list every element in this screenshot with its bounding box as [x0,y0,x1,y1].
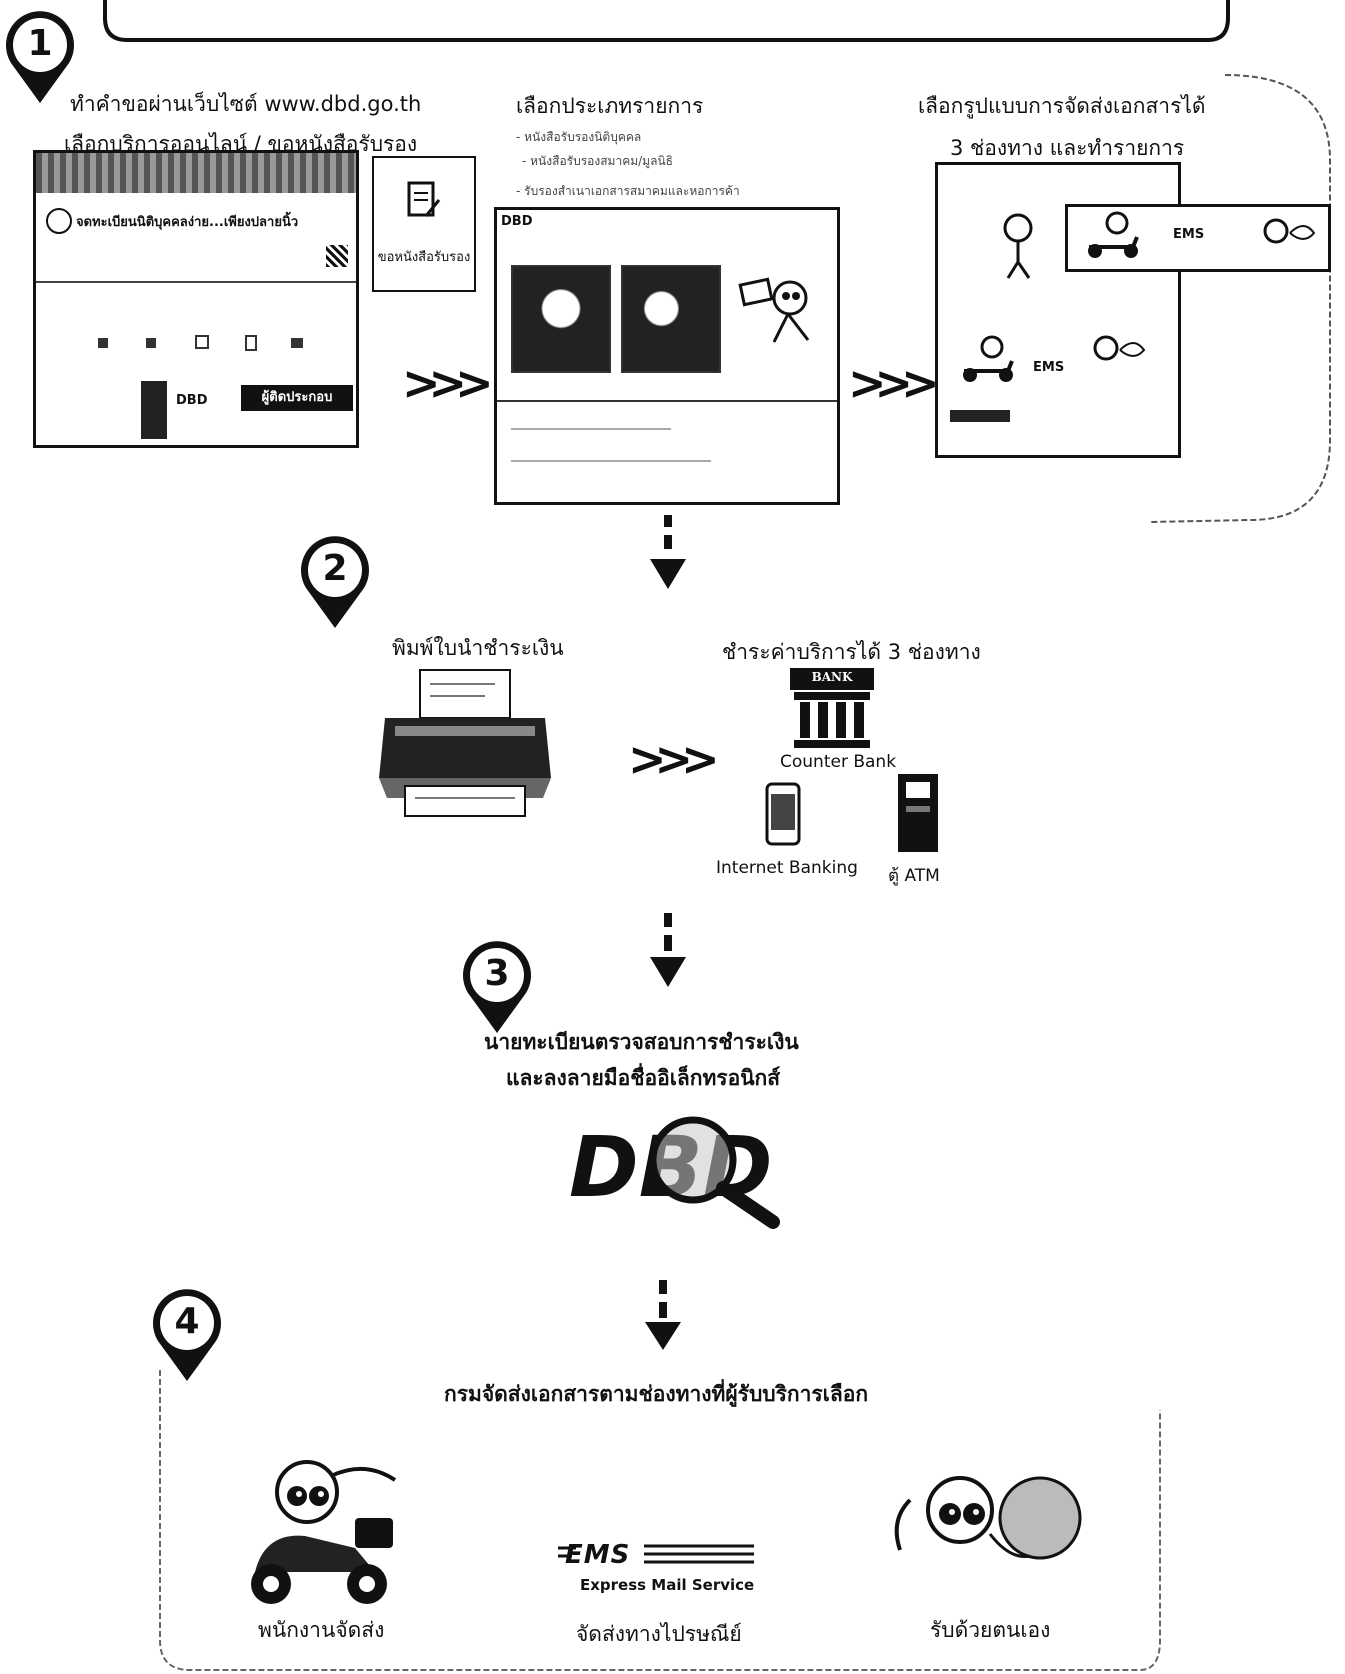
ems-stripes [558,1544,754,1564]
service-item-2: - หนังสือรับรองสมาคม/มูลนิธิ [522,154,673,168]
service-heading: เลือกประเภทรายการ [516,94,704,118]
channel-counter-bank: Counter Bank [780,752,897,772]
website-header-bar [36,153,356,193]
service-option-card-2 [621,265,721,373]
dbd-magnifier-logo: DBD [569,1116,780,1229]
service-selection-screenshot: DBD [494,207,840,505]
down-arrow-2 [650,913,686,987]
step3-number: 3 [484,953,510,994]
website-banner [141,381,167,439]
service-item-3: - รับรองสำเนาเอกสารสมาคมและหอการค้า [516,184,740,198]
website-divider [36,281,356,283]
step4-container [159,1370,1161,1671]
next-arrow-3: >>> [628,732,720,786]
request-certificate-card: ขอหนังสือรับรอง [372,156,476,292]
next-arrow-2: >>> [848,356,940,410]
delivery-line1: เลือกรูปแบบการจัดส่งเอกสารได้ [918,94,1206,118]
bank-sign-text: BANK [811,670,853,684]
option-post: จัดส่งทางไปรษณีย์ [576,1622,742,1646]
option-self-pickup: รับด้วยตนเอง [930,1618,1051,1642]
smartphone-icon [765,782,801,846]
step4-heading: กรมจัดส่งเอกสารตามช่องทางที่ผู้รับบริการ… [444,1382,869,1406]
next-arrow-1: >>> [402,356,494,410]
step3-line2: และลงลายมือชื่ออิเล็กทรอนิกส์ [506,1066,781,1090]
document-edit-icon [407,181,441,217]
step1-container [1149,74,1331,523]
website-screenshot: จดทะเบียนนิติบุคคลง่าย...เพียงปลายนิ้ว D… [33,150,359,448]
step4-number: 4 [174,1301,200,1342]
delivery-line2: 3 ช่องทาง และทำรายการ [950,136,1185,160]
delivery-confirm-button [950,410,1010,422]
website-primary-button: ผู้ติดประกอบ [241,385,353,411]
step3-marker: 3 [460,935,534,1035]
step2-marker: 2 [298,530,372,630]
bank-icon [790,668,874,748]
mascot-scooter-icon [963,335,1014,382]
service-item-1: - หนังสือรับรองนิติบุคคล [516,130,642,144]
service-form-line-2 [511,460,711,462]
delivery-ems-badge: EMS [1033,360,1065,375]
step1-marker: 1 [3,5,77,105]
request-card-label: ขอหนังสือรับรอง [377,250,471,265]
delivery-staff-scooter-icon [251,1460,397,1604]
service-dbd-logo: DBD [501,214,533,229]
delivery-popup: EMS [1065,204,1331,272]
ems-tagline: Express Mail Service [580,1576,755,1594]
mascot-runner-icon [738,277,810,343]
down-arrow-3 [645,1280,681,1350]
ems-logo: EMS [565,1540,631,1570]
website-logo-icon [46,208,72,234]
service-form-line-1 [511,428,671,430]
step4-marker: 4 [150,1283,224,1383]
channel-internet-banking: Internet Banking [716,858,858,878]
step2-number: 2 [322,548,348,589]
self-pickup-icon [894,1476,1082,1560]
option-delivery-staff: พนักงานจัดส่ง [258,1618,385,1642]
step3-line1: นายทะเบียนตรวจสอบการชำระเงิน [484,1030,799,1054]
popup-ems-badge: EMS [1173,227,1205,242]
print-label: พิมพ์ใบนำชำระเงิน [392,636,564,660]
step1-line1: ทำคำขอผ่านเว็บไซต์ www.dbd.go.th [70,92,422,116]
service-form-divider [497,400,837,402]
popup-scooter-icon [1088,211,1139,258]
mascot-receive-icon [1093,335,1146,361]
qr-code-icon [326,245,348,267]
pay-label: ชำระค่าบริการได้ 3 ช่องทาง [722,640,981,664]
top-box-border [103,0,1230,42]
website-dbd-badge: DBD [176,393,208,408]
printer-icon [379,669,551,817]
mascot-walk-icon [1003,213,1033,279]
step1-number: 1 [27,23,53,64]
down-arrow-1 [650,515,686,589]
website-icon-row [98,335,303,351]
website-tagline: จดทะเบียนนิติบุคคลง่าย...เพียงปลายนิ้ว [76,215,299,230]
atm-icon [898,774,938,852]
service-option-card-1 [511,265,611,373]
channel-atm: ตู้ ATM [888,866,940,886]
popup-receive-icon [1263,218,1316,244]
